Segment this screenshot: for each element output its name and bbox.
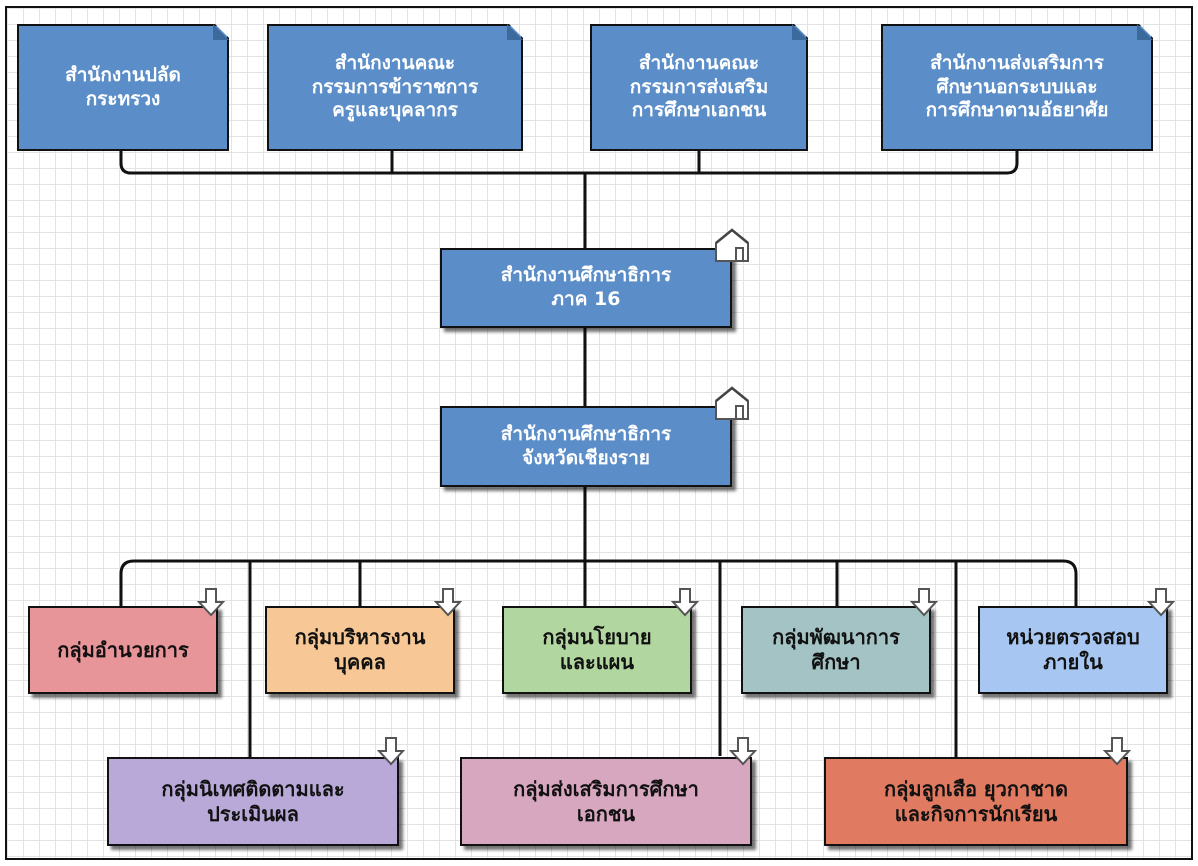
group-policy-and-planning[interactable]: กลุ่มนโยบาย และแผน	[502, 606, 692, 694]
group-private-education-promotion[interactable]: กลุ่มส่งเสริมการศึกษา เอกชน	[460, 757, 752, 846]
group-personnel-management[interactable]: กลุ่มบริหารงาน บุคคล	[265, 606, 455, 694]
office-permanent-secretary[interactable]: สำนักงานปลัด กระทรวง	[17, 24, 229, 151]
down-arrow-icon	[1147, 588, 1175, 617]
connector-groups-bus	[119, 559, 1078, 606]
down-arrow-icon	[197, 588, 225, 617]
group-scouts-and-student-affairs[interactable]: กลุ่มลูกเสือ ยุวกาชาด และกิจการนักเรียน	[824, 757, 1128, 846]
group-administration[interactable]: กลุ่มอำนวยการ	[28, 606, 218, 694]
group-internal-audit[interactable]: หน่วยตรวจสอบ ภายใน	[978, 606, 1168, 694]
office-label: สำนักงานคณะ กรรมการส่งเสริม การศึกษาเอกช…	[629, 51, 769, 122]
office-non-formal-education[interactable]: สำนักงานส่งเสริมการ ศึกษานอกระบบและ การศ…	[881, 24, 1153, 151]
down-arrow-icon	[671, 588, 699, 617]
connector-top-bus	[119, 151, 1019, 175]
group-label: กลุ่มนโยบาย และแผน	[542, 625, 652, 674]
down-arrow-icon	[434, 588, 462, 617]
group-label: กลุ่มอำนวยการ	[57, 637, 189, 662]
office-label: สำนักงานส่งเสริมการ ศึกษานอกระบบและ การศ…	[925, 51, 1109, 122]
office-regional-education[interactable]: สำนักงานศึกษาธิการ ภาค 16	[440, 248, 732, 328]
down-arrow-icon	[729, 737, 757, 766]
org-chart-canvas: สำนักงานปลัด กระทรวง สำนักงานคณะ กรรมการ…	[5, 6, 1193, 860]
house-icon	[715, 386, 749, 420]
group-label: กลุ่มพัฒนาการ ศึกษา	[772, 625, 900, 674]
group-label: กลุ่มลูกเสือ ยุวกาชาด และกิจการนักเรียน	[883, 776, 1068, 826]
office-label: สำนักงานปลัด กระทรวง	[65, 63, 181, 110]
connector-lines	[119, 151, 1078, 786]
office-label: สำนักงานคณะ กรรมการข้าราชการ ครูและบุคลา…	[311, 51, 479, 122]
group-education-development[interactable]: กลุ่มพัฒนาการ ศึกษา	[741, 606, 931, 694]
office-teacher-civil-service-commission[interactable]: สำนักงานคณะ กรรมการข้าราชการ ครูและบุคลา…	[267, 24, 523, 151]
group-label: กลุ่มส่งเสริมการศึกษา เอกชน	[513, 776, 699, 826]
group-label: กลุ่มบริหารงาน บุคคล	[294, 625, 426, 674]
office-provincial-education[interactable]: สำนักงานศึกษาธิการ จังหวัดเชียงราย	[440, 406, 732, 487]
office-label: สำนักงานศึกษาธิการ ภาค 16	[500, 264, 672, 310]
office-private-education-commission[interactable]: สำนักงานคณะ กรรมการส่งเสริม การศึกษาเอกช…	[590, 24, 808, 151]
group-supervision-and-evaluation[interactable]: กลุ่มนิเทศติดตามและ ประเมินผล	[107, 757, 399, 846]
group-label: กลุ่มนิเทศติดตามและ ประเมินผล	[161, 776, 345, 826]
office-label: สำนักงานศึกษาธิการ จังหวัดเชียงราย	[500, 422, 672, 469]
down-arrow-icon	[1103, 737, 1131, 766]
down-arrow-icon	[910, 588, 938, 617]
house-icon	[715, 228, 749, 262]
down-arrow-icon	[377, 737, 405, 766]
group-label: หน่วยตรวจสอบ ภายใน	[1006, 625, 1140, 674]
